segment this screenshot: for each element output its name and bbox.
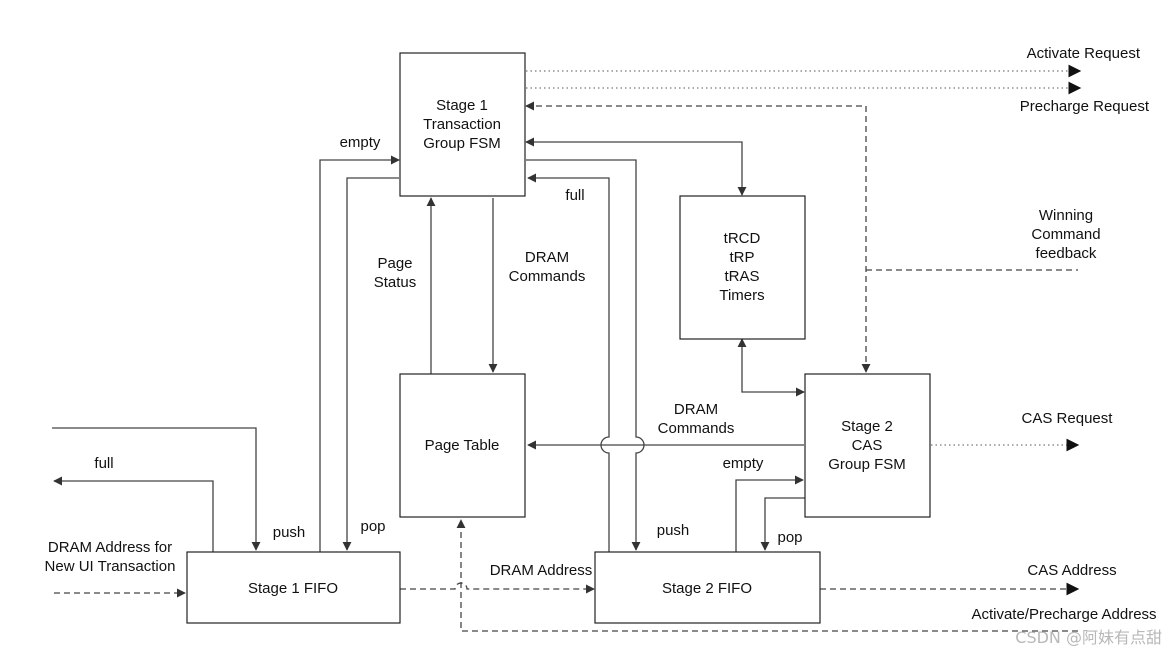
fsm1-timers-link — [525, 137, 747, 196]
act-pre-address-line — [456, 519, 1078, 632]
timers-line2: tRP — [729, 249, 754, 266]
timers-fsm2-link — [737, 338, 805, 397]
stage1-fifo-block: Stage 1 FIFO — [186, 551, 401, 624]
push-2-label: push — [657, 522, 690, 539]
stage1-fifo-label: Stage 1 FIFO — [248, 580, 338, 597]
fifo2-full-line — [527, 173, 610, 552]
dram-address-line — [400, 582, 595, 594]
dram-address-label: DRAM Address — [490, 562, 593, 579]
stage2-fsm-line2: CAS — [852, 437, 883, 454]
timers-line3: tRAS — [724, 268, 759, 285]
fifo1-pop-line — [342, 177, 399, 551]
fifo1-empty-line — [319, 155, 400, 552]
dram-address-new-line2: New UI Transaction — [45, 558, 176, 575]
fifo1-full-output-line — [53, 476, 214, 552]
page-table-block: Page Table — [399, 373, 526, 518]
precharge-request-label: Precharge Request — [1020, 98, 1150, 115]
winning-feedback-line3: feedback — [1036, 245, 1097, 262]
winning-feedback-line2: Command — [1031, 226, 1100, 243]
cas-request-label: CAS Request — [1022, 410, 1114, 427]
stage1-fsm-line1: Stage 1 — [436, 97, 488, 114]
page-status-line1: Page — [377, 255, 412, 272]
dram-commands-1-line2: Commands — [509, 268, 586, 285]
fifo2-pop-line — [760, 497, 805, 551]
empty-1-label: empty — [340, 134, 381, 151]
activate-request-label: Activate Request — [1027, 45, 1141, 62]
dram-commands-1-line1: DRAM — [525, 249, 569, 266]
page-table-label: Page Table — [425, 437, 500, 454]
stage2-fsm-block: Stage 2 CAS Group FSM — [804, 373, 931, 518]
watermark: CSDN @阿妹有点甜 — [1015, 628, 1162, 647]
act-pre-address-label: Activate/Precharge Address — [971, 606, 1156, 623]
page-status-line2: Status — [374, 274, 417, 291]
timers-line4: Timers — [719, 287, 764, 304]
pop-1-label: pop — [360, 518, 385, 535]
stage2-fifo-block: Stage 2 FIFO — [594, 551, 821, 624]
push-1-label: push — [273, 524, 306, 541]
pop-2-label: pop — [777, 529, 802, 546]
empty-2-label: empty — [723, 455, 764, 472]
stage2-fsm-line1: Stage 2 — [841, 418, 893, 435]
timers-block: tRCD tRP tRAS Timers — [679, 195, 806, 340]
fifo1-push-input-line — [52, 427, 261, 551]
fifo2-empty-line — [735, 475, 804, 552]
stage1-fsm-line3: Group FSM — [423, 135, 501, 152]
stage1-fsm-line2: Transaction — [423, 116, 501, 133]
full-2-label: full — [94, 455, 113, 472]
cas-address-label: CAS Address — [1027, 562, 1116, 579]
stage1-fsm-block: Stage 1 Transaction Group FSM — [399, 52, 526, 197]
full-1-label: full — [565, 187, 584, 204]
stage2-fsm-line3: Group FSM — [828, 456, 906, 473]
dram-address-new-line1: DRAM Address for — [48, 539, 172, 556]
dram-commands-2-line2: Commands — [658, 420, 735, 437]
winning-feedback-line1: Winning — [1039, 207, 1093, 224]
stage2-fifo-label: Stage 2 FIFO — [662, 580, 752, 597]
dram-commands-2-line1: DRAM — [674, 401, 718, 418]
fsm-to-fsm-dashed-link — [525, 101, 871, 373]
fifo2-push-line — [526, 159, 645, 551]
timers-line1: tRCD — [724, 230, 761, 247]
